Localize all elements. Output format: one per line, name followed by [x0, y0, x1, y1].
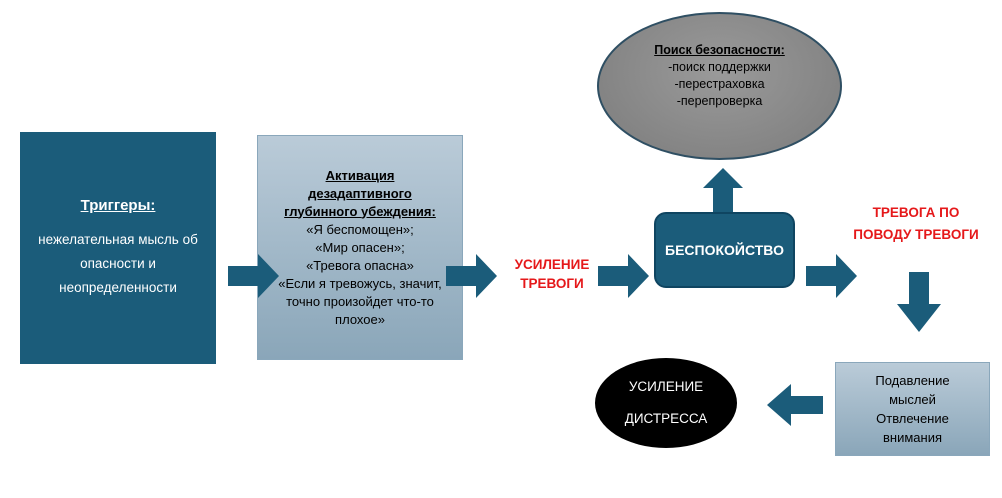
- arrow-left-icon: [767, 384, 823, 426]
- triggers-title: Триггеры:: [80, 196, 156, 214]
- meta-anxiety-line2: ПОВОДУ ТРЕВОГИ: [853, 227, 979, 242]
- suppression-line2: мыслей: [889, 392, 936, 407]
- belief-world-dangerous: «Мир опасен»;: [315, 239, 405, 255]
- belief-something-bad: «Если я тревожусь, значит, точно произой…: [278, 275, 442, 327]
- safety-item-reinsurance: -перестраховка: [674, 77, 765, 91]
- anxiety-increase-line2: ТРЕВОГИ: [520, 276, 584, 291]
- arrow-right-icon: [806, 254, 857, 298]
- anxiety-increase-label: УСИЛЕНИЕ ТРЕВОГИ: [506, 255, 598, 293]
- safety-item-rechecking: -перепроверка: [676, 94, 763, 108]
- belief-anxiety-dangerous: «Тревога опасна»: [306, 257, 414, 273]
- arrow-right-icon: [446, 254, 497, 298]
- safety-seeking-ellipse: Поиск безопасности: -поиск поддержки -пе…: [597, 12, 842, 160]
- activation-title-line1: Активация: [325, 167, 395, 183]
- distress-line1: УСИЛЕНИЕ: [628, 379, 704, 394]
- meta-anxiety-label: ТРЕВОГА ПО ПОВОДУ ТРЕВОГИ: [846, 202, 986, 246]
- arrow-down-icon: [897, 272, 941, 332]
- arrow-up-icon: [703, 168, 743, 212]
- activation-title-line3: глубинного убеждения:: [284, 203, 436, 219]
- belief-helpless: «Я беспомощен»;: [306, 221, 414, 237]
- anxiety-increase-line1: УСИЛЕНИЕ: [514, 257, 590, 272]
- suppression-box: Подавление мыслей Отвлечение внимания: [835, 362, 990, 456]
- arrow-right-icon: [598, 254, 649, 298]
- suppression-line1: Подавление: [875, 373, 950, 388]
- activation-box: Активация дезадаптивного глубинного убеж…: [257, 135, 463, 360]
- anxiety-box: БЕСПОКОЙСТВО: [654, 212, 795, 288]
- safety-title: Поиск безопасности:: [654, 43, 785, 57]
- distraction-line2: внимания: [883, 430, 942, 445]
- anxiety-label: БЕСПОКОЙСТВО: [665, 242, 784, 258]
- triggers-box: Триггеры: нежелательная мысль об опаснос…: [20, 132, 216, 364]
- triggers-body: нежелательная мысль об опасности и неопр…: [38, 231, 198, 295]
- meta-anxiety-line1: ТРЕВОГА ПО: [872, 205, 960, 220]
- arrow-right-icon: [228, 254, 279, 298]
- distress-ellipse: УСИЛЕНИЕ ДИСТРЕССА: [595, 358, 737, 448]
- activation-title-line2: дезадаптивного: [308, 185, 412, 201]
- distraction-line1: Отвлечение: [876, 411, 949, 426]
- distress-line2: ДИСТРЕССА: [624, 411, 708, 426]
- safety-item-support: -поиск поддержки: [668, 60, 771, 74]
